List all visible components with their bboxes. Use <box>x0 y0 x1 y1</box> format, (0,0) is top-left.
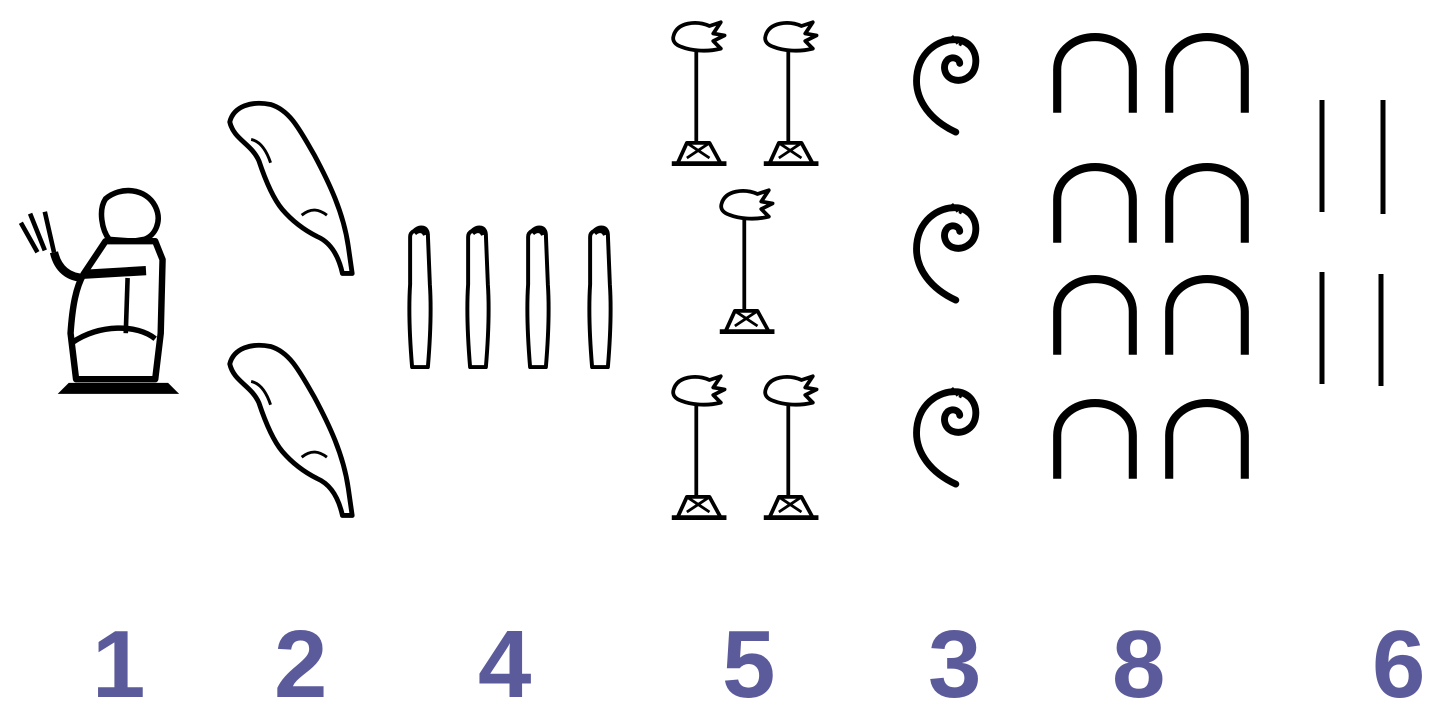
heel-bone-glyph <box>1169 37 1245 113</box>
heel-bone-glyph <box>1057 403 1133 479</box>
coil-glyph <box>917 388 976 484</box>
reed-glyph <box>589 227 610 367</box>
heel-bone-glyph-group <box>1057 37 1245 479</box>
reed-glyph <box>467 227 488 367</box>
reed-glyph-group <box>409 227 610 367</box>
seated-man-glyph <box>21 191 179 394</box>
coil-glyph-group <box>917 36 976 484</box>
heel-bone-glyph <box>1057 279 1133 355</box>
heel-bone-glyph <box>1169 279 1245 355</box>
lotus-glyph-group <box>672 22 819 517</box>
digit-label-8: 8 <box>1112 615 1165 715</box>
lotus-glyph <box>764 376 819 517</box>
lotus-glyph <box>672 376 727 517</box>
stroke-glyph-group <box>1322 100 1383 386</box>
heel-bone-glyph <box>1057 37 1133 113</box>
reed-glyph <box>527 227 548 367</box>
reed-glyph <box>409 227 430 367</box>
heel-bone-glyph <box>1057 167 1133 243</box>
lotus-glyph <box>672 22 727 163</box>
lotus-glyph <box>720 190 775 331</box>
heel-bone-glyph <box>1169 167 1245 243</box>
finger-glyph <box>230 103 352 273</box>
digit-label-1: 1 <box>92 615 145 715</box>
digit-label-2: 2 <box>274 615 327 715</box>
digit-label-5: 5 <box>722 615 775 715</box>
coil-glyph <box>917 204 976 300</box>
digit-label-4: 4 <box>478 615 531 715</box>
digit-label-6: 6 <box>1372 615 1425 715</box>
coil-glyph <box>917 36 976 132</box>
finger-glyph <box>230 345 352 515</box>
digit-label-3: 3 <box>928 615 981 715</box>
heel-bone-glyph <box>1169 403 1245 479</box>
lotus-glyph <box>764 22 819 163</box>
finger-glyph-group <box>230 103 352 515</box>
seated-man-glyph-group <box>21 191 179 394</box>
